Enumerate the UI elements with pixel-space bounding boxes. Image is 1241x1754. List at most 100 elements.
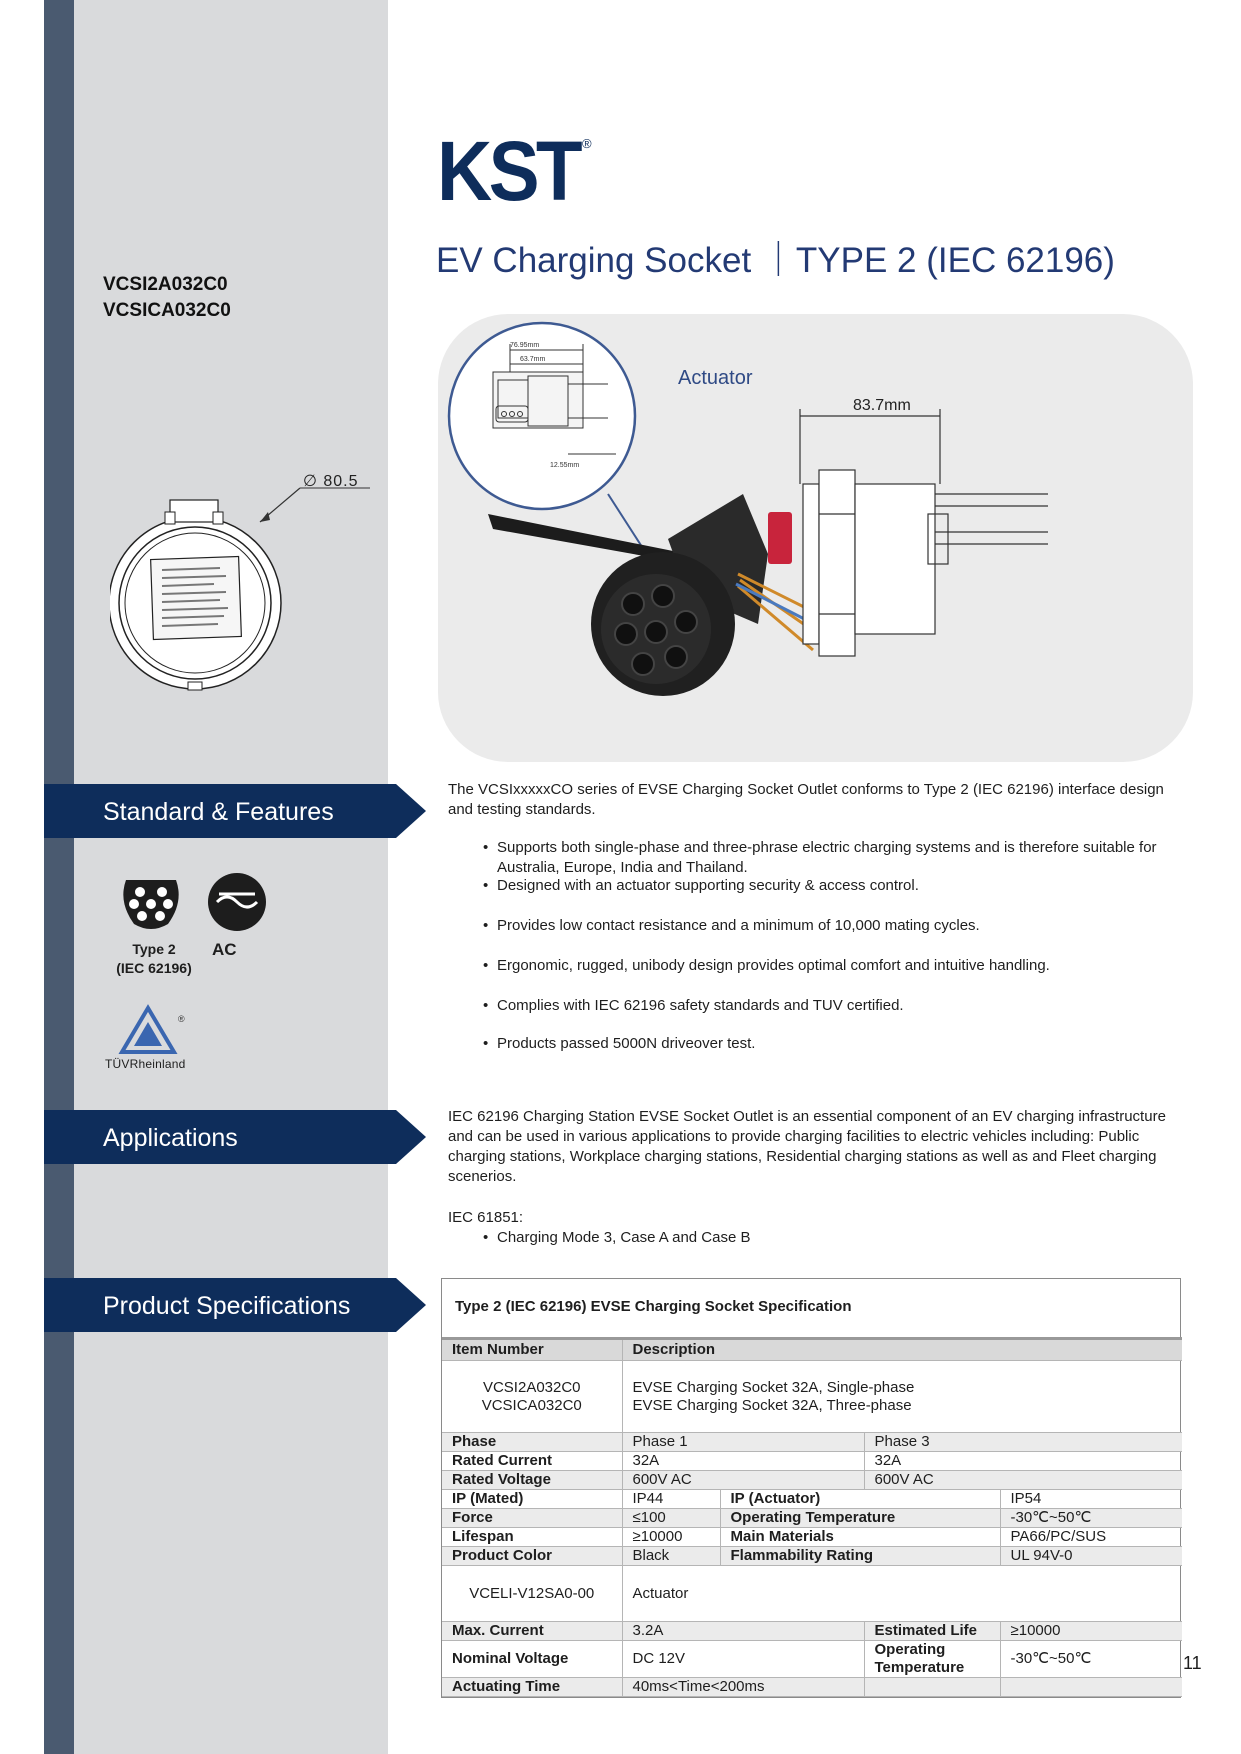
section-title: Product Specifications bbox=[103, 1292, 351, 1320]
spec-value: IP54 bbox=[999, 1489, 1183, 1509]
column-header: Description bbox=[621, 1337, 1183, 1361]
zoom-dim-label: 12.55mm bbox=[550, 462, 579, 469]
table-row: Nominal Voltage DC 12V Operating Tempera… bbox=[442, 1640, 1183, 1678]
table-row: IP (Mated) IP44 IP (Actuator) IP54 bbox=[442, 1489, 1183, 1509]
spec-value: ≥10000 bbox=[999, 1621, 1183, 1641]
spec-value: DC 12V bbox=[621, 1640, 864, 1678]
spec-value: 600V AC bbox=[863, 1470, 1183, 1490]
table-row: Actuating Time 40ms<Time<200ms bbox=[442, 1677, 1183, 1697]
diameter-dimension: ∅ 80.5 bbox=[303, 473, 359, 490]
spec-label: Force bbox=[442, 1508, 622, 1528]
spec-value: ≥10000 bbox=[621, 1527, 720, 1547]
tuv-registered-mark: ® bbox=[178, 1014, 185, 1024]
empty-cell bbox=[863, 1677, 1000, 1697]
spec-value: ≤100 bbox=[621, 1508, 720, 1528]
table-row: Force ≤100 Operating Temperature -30℃~50… bbox=[442, 1508, 1183, 1528]
spec-value: PA66/PC/SUS bbox=[999, 1527, 1183, 1547]
applications-text: IEC 62196 Charging Station EVSE Socket O… bbox=[448, 1108, 1166, 1185]
table-row: Lifespan ≥10000 Main Materials PA66/PC/S… bbox=[442, 1527, 1183, 1547]
width-dimension: 83.7mm bbox=[853, 397, 911, 414]
iec-61851-label: IEC 61851: bbox=[448, 1209, 524, 1226]
spec-table-title: Type 2 (IEC 62196) EVSE Charging Socket … bbox=[455, 1298, 852, 1315]
ac-label: AC bbox=[212, 940, 237, 959]
page-number: 11 bbox=[1183, 1653, 1202, 1673]
spec-label: Estimated Life bbox=[863, 1621, 1000, 1641]
description: EVSE Charging Socket 32A, Three-phase bbox=[632, 1396, 912, 1414]
ac-wave-icon bbox=[207, 872, 267, 937]
spec-value: UL 94V-0 bbox=[999, 1546, 1183, 1566]
table-row: Phase Phase 1 Phase 3 bbox=[442, 1432, 1183, 1452]
table-row: Rated Current 32A 32A bbox=[442, 1451, 1183, 1471]
spec-value: Phase 3 bbox=[863, 1432, 1183, 1452]
spec-value: -30℃~50℃ bbox=[999, 1508, 1183, 1528]
tuv-label: TÜVRheinland bbox=[105, 1057, 186, 1071]
spec-label: Lifespan bbox=[442, 1527, 622, 1547]
section-title: Standard & Features bbox=[103, 798, 334, 826]
spec-value: 3.2A bbox=[621, 1621, 864, 1641]
section-banner-standard: Standard & Features bbox=[44, 784, 426, 838]
logo-text: KST bbox=[437, 134, 582, 204]
spec-label: Actuating Time bbox=[442, 1677, 622, 1697]
spec-label: Rated Current bbox=[442, 1451, 622, 1471]
spec-label: Product Color bbox=[442, 1546, 622, 1566]
feature-item: Complies with IEC 62196 safety standards… bbox=[483, 996, 1183, 1034]
item-number: VCELI-V12SA0-00 bbox=[442, 1565, 622, 1622]
section-banner-applications: Applications bbox=[44, 1110, 426, 1164]
feature-item: Ergonomic, rugged, unibody design provid… bbox=[483, 956, 1183, 996]
empty-cell bbox=[999, 1677, 1183, 1697]
item-number-cell: VCSI2A032C0 VCSICA032C0 bbox=[442, 1360, 622, 1433]
socket-photo bbox=[488, 494, 819, 696]
tuv-rheinland-logo-icon: ® bbox=[104, 1004, 194, 1059]
spec-label: IP (Mated) bbox=[442, 1489, 622, 1509]
table-row: Max. Current 3.2A Estimated Life ≥10000 bbox=[442, 1621, 1183, 1641]
spec-label: Phase bbox=[442, 1432, 622, 1452]
description-cell: EVSE Charging Socket 32A, Single-phase E… bbox=[621, 1360, 1183, 1433]
type2-label-line: (IEC 62196) bbox=[116, 960, 192, 976]
spec-label: IP (Actuator) bbox=[719, 1489, 1000, 1509]
description: Actuator bbox=[621, 1565, 1183, 1622]
features-intro: The VCSIxxxxxCO series of EVSE Charging … bbox=[448, 781, 1164, 818]
side-drawing bbox=[799, 409, 1048, 657]
features-list: Supports both single-phase and three-phr… bbox=[483, 838, 1183, 1054]
type2-label-line: Type 2 bbox=[132, 941, 176, 957]
socket-front-drawing bbox=[108, 470, 390, 705]
product-photo-panel: 76.95mm 63.7mm 12.55mm Actuator bbox=[438, 314, 1193, 762]
iec-61851-item: Charging Mode 3, Case A and Case B bbox=[483, 1228, 751, 1248]
feature-item: Provides low contact resistance and a mi… bbox=[483, 916, 1183, 956]
spec-label: Main Materials bbox=[719, 1527, 1000, 1547]
item-number: VCSI2A032C0 bbox=[482, 1378, 581, 1396]
spec-label: Nominal Voltage bbox=[442, 1640, 622, 1678]
table-row: VCSI2A032C0 VCSICA032C0 EVSE Charging So… bbox=[442, 1360, 1183, 1433]
side-stripe-dark bbox=[44, 0, 74, 1754]
model-code: VCSICA032C0 bbox=[103, 300, 231, 321]
kst-logo: KST ® bbox=[437, 124, 597, 218]
spec-label: Flammability Rating bbox=[719, 1546, 1000, 1566]
spec-value: -30℃~50℃ bbox=[999, 1640, 1183, 1678]
spec-label: Max. Current bbox=[442, 1621, 622, 1641]
spec-value: 32A bbox=[621, 1451, 864, 1471]
section-banner-specs: Product Specifications bbox=[44, 1278, 426, 1332]
table-row: VCELI-V12SA0-00 Actuator bbox=[442, 1565, 1183, 1622]
spec-table: Type 2 (IEC 62196) EVSE Charging Socket … bbox=[441, 1278, 1183, 1698]
model-codes: VCSI2A032C0 VCSICA032C0 bbox=[103, 272, 231, 324]
table-row: Product Color Black Flammability Rating … bbox=[442, 1546, 1183, 1566]
section-title: Applications bbox=[103, 1124, 238, 1152]
spec-value: Black bbox=[621, 1546, 720, 1566]
model-code: VCSI2A032C0 bbox=[103, 274, 228, 295]
table-row: Rated Voltage 600V AC 600V AC bbox=[442, 1470, 1183, 1490]
spec-label: Operating Temperature bbox=[863, 1640, 1000, 1678]
feature-item: Products passed 5000N driveover test. bbox=[483, 1034, 1183, 1054]
column-header: Item Number bbox=[442, 1337, 622, 1361]
spec-value: 32A bbox=[863, 1451, 1183, 1471]
feature-item: Designed with an actuator supporting sec… bbox=[483, 876, 1183, 916]
zoom-dim-label: 76.95mm bbox=[510, 342, 539, 349]
spec-value: Phase 1 bbox=[621, 1432, 864, 1452]
spec-value: 40ms<Time<200ms bbox=[621, 1677, 864, 1697]
logo-registered-mark: ® bbox=[582, 136, 592, 151]
item-number: VCSICA032C0 bbox=[481, 1396, 582, 1414]
table-row: Item Number Description bbox=[442, 1337, 1183, 1361]
type2-label: Type 2 (IEC 62196) bbox=[104, 940, 204, 978]
page-title: EV Charging Socket ｜TYPE 2 (IEC 62196) bbox=[436, 241, 1115, 280]
actuator-label: Actuator bbox=[678, 367, 753, 389]
spec-value: 600V AC bbox=[621, 1470, 864, 1490]
